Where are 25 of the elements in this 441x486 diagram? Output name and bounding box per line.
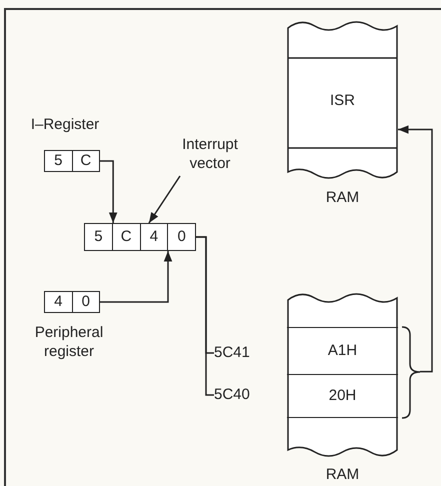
register-digit: 0 (167, 224, 195, 250)
caption-text: I–Register (30, 116, 100, 135)
register-digit: C (112, 224, 140, 250)
memory-address: 5C40 (214, 385, 264, 405)
register-digit: C (72, 151, 99, 171)
memory-address: 5C41 (214, 343, 264, 363)
register-box (44, 150, 100, 172)
register-digit: 0 (72, 292, 99, 312)
register-digit: 4 (53, 292, 64, 312)
memory-cell: 20H (287, 375, 398, 418)
caption-text: RAM (324, 189, 360, 208)
caption-text: Peripheral register (34, 324, 104, 362)
register-box (84, 223, 196, 251)
register-digit: 5 (53, 151, 64, 171)
callout-text: Interrupt vector (160, 136, 260, 176)
connector-arrow (100, 251, 172, 303)
register-digit: 4 (140, 224, 168, 250)
memory-label: ISR (328, 91, 356, 111)
caption-text: RAM (324, 466, 360, 485)
leader-arrow (148, 176, 181, 224)
register-digit: 5 (93, 226, 104, 247)
connector-arrow (398, 125, 433, 372)
register-box (44, 291, 100, 313)
connector-arrow (100, 160, 118, 223)
memory-cell: A1H (287, 327, 398, 375)
